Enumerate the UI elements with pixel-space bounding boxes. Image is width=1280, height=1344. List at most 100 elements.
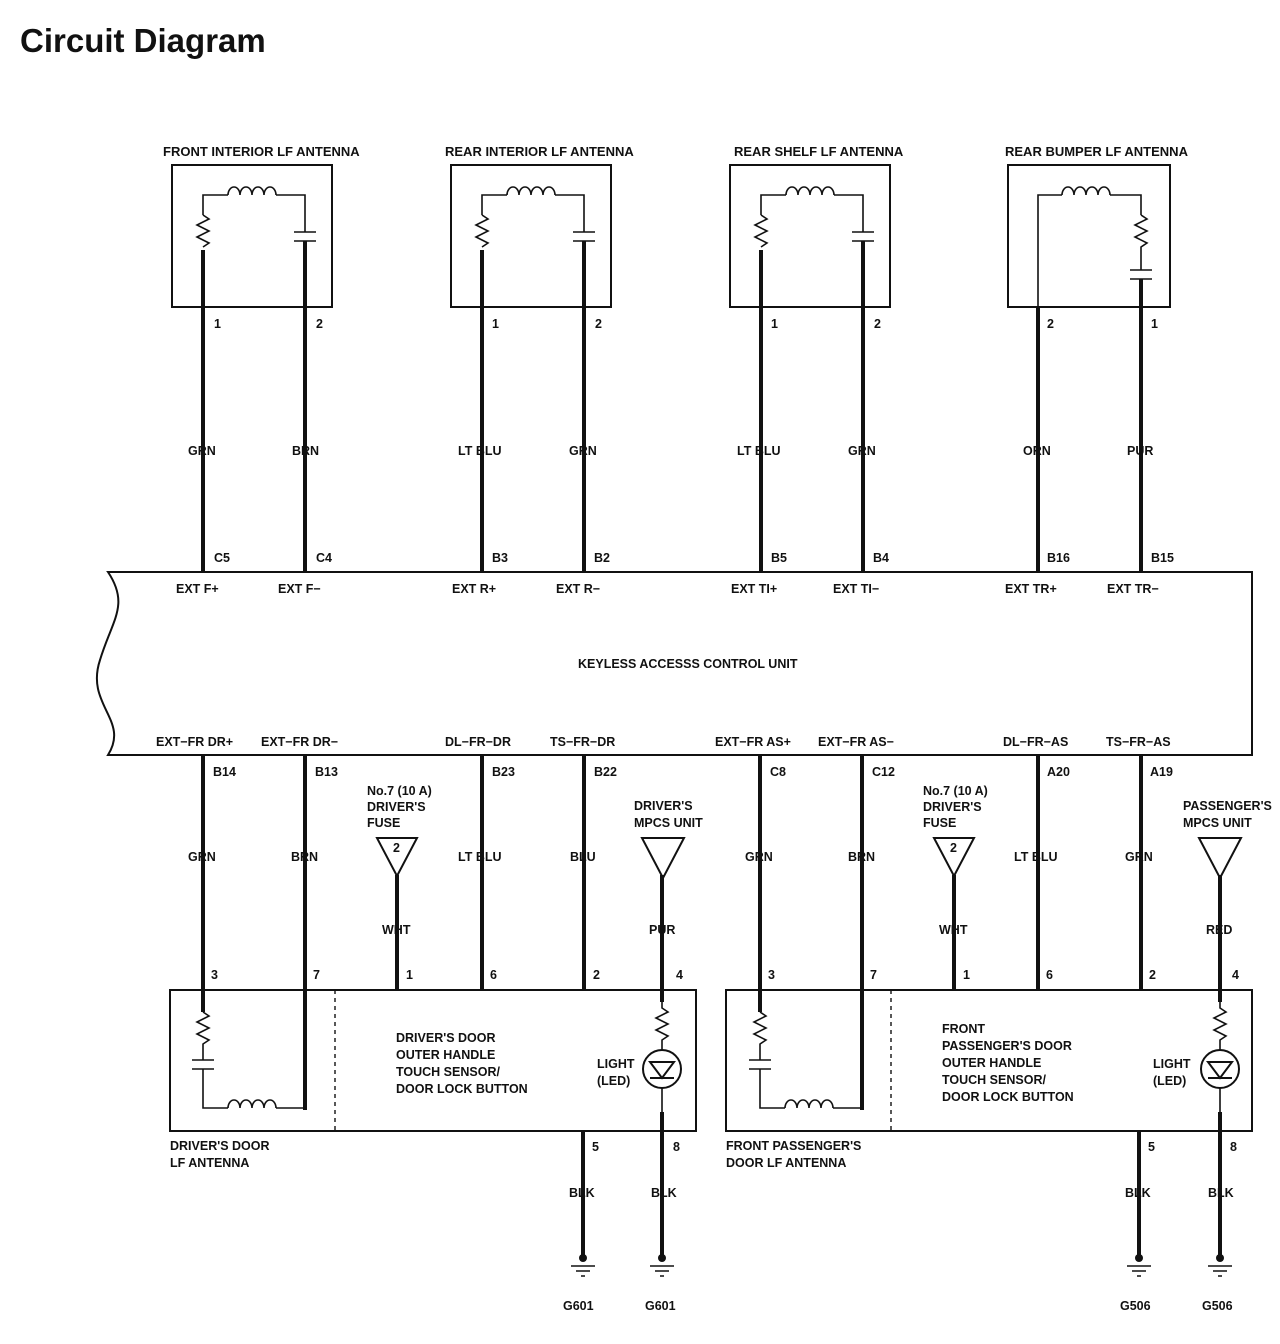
resistor-icon: [752, 1011, 768, 1060]
module-description: OUTER HANDLE: [942, 1056, 1041, 1070]
antenna-wire: [202, 194, 306, 232]
passenger-door-module: 3 7 1 6 2 4 FRONT PASSENGER'S DOOR OUTER…: [725, 968, 1253, 1313]
pin-label: 1: [1151, 317, 1158, 331]
fuse-label: No.7 (10 A): [923, 784, 988, 798]
connector-label: B22: [594, 765, 617, 779]
led-icon: [1200, 1049, 1240, 1089]
pin-label: 7: [313, 968, 320, 982]
door-module-box: [725, 989, 1253, 1132]
connector-label: B3: [492, 551, 508, 565]
pin-label: 8: [673, 1140, 680, 1154]
ground-symbol: [1127, 1265, 1232, 1277]
antenna-label: FRONT PASSENGER'S: [726, 1139, 861, 1153]
coil-icon: [227, 1099, 277, 1109]
wire-color-label: BRN: [848, 850, 875, 864]
mpcs-label: PASSENGER'S: [1183, 799, 1272, 813]
resistor-icon: [195, 1011, 211, 1060]
antenna-label: REAR INTERIOR LF ANTENNA: [445, 144, 634, 159]
connector-label: C12: [872, 765, 895, 779]
pin-label: 1: [406, 968, 413, 982]
wire-color-label: WHT: [939, 923, 968, 937]
connector-label: B14: [213, 765, 236, 779]
coil-icon: [227, 186, 277, 196]
signal-label: EXT−FR DR+: [156, 735, 233, 749]
fuse-number: 2: [393, 841, 400, 855]
light-label: LIGHT: [1153, 1057, 1191, 1071]
pin-label: 1: [214, 317, 221, 331]
wire-color-label: BLK: [1125, 1186, 1151, 1200]
pin-label: 5: [1148, 1140, 1155, 1154]
led-wire: [1212, 1002, 1228, 1112]
page-title: Circuit Diagram: [20, 22, 266, 59]
capacitor-icon: [573, 231, 595, 242]
lower-wires: [201, 755, 1222, 1110]
antenna-wire: [202, 1069, 305, 1109]
wire-color-label: GRN: [1125, 850, 1153, 864]
driver-fuse: No.7 (10 A) DRIVER'S FUSE 2 WHT: [367, 784, 432, 937]
antenna-wire: [481, 194, 585, 232]
capacitor-icon: [192, 1059, 214, 1070]
resistor-icon: [195, 214, 211, 248]
mpcs-icon: [640, 837, 686, 881]
pin-label: 2: [1149, 968, 1156, 982]
ground-label: G506: [1202, 1299, 1233, 1313]
ground-icon: [1135, 1254, 1143, 1262]
pin-label: 2: [316, 317, 323, 331]
connector-label: A19: [1150, 765, 1173, 779]
fuse-label: DRIVER'S: [367, 800, 426, 814]
pin-label: 2: [595, 317, 602, 331]
wire-color-label: WHT: [382, 923, 411, 937]
pin-label: 3: [768, 968, 775, 982]
rear-shelf-antenna: REAR SHELF LF ANTENNA 1 2 LT BLU GRN B5 …: [729, 144, 904, 596]
diode-icon: [1206, 1061, 1234, 1080]
connector-label: B23: [492, 765, 515, 779]
signal-label: EXT TR+: [1005, 582, 1057, 596]
light-label: LIGHT: [597, 1057, 635, 1071]
wire-color-label: BLK: [651, 1186, 677, 1200]
door-module-box: [169, 989, 697, 1132]
coil-icon: [785, 186, 835, 196]
pin-label: 7: [870, 968, 877, 982]
capacitor-icon: [294, 231, 316, 242]
connector-label: B5: [771, 551, 787, 565]
signal-label: DL−FR−DR: [445, 735, 511, 749]
coil-icon: [506, 186, 556, 196]
pin-label: 8: [1230, 1140, 1237, 1154]
control-unit-box: [95, 571, 1253, 756]
signal-label: EXT−FR AS−: [818, 735, 894, 749]
antenna-wire: [760, 194, 864, 232]
module-description: OUTER HANDLE: [396, 1048, 495, 1062]
signal-label: EXT−FR DR−: [261, 735, 338, 749]
signal-label: TS−FR−AS: [1106, 735, 1171, 749]
pin-label: 4: [676, 968, 683, 982]
signal-label: EXT R+: [452, 582, 496, 596]
pin-label: 3: [211, 968, 218, 982]
passenger-mpcs-unit: PASSENGER'S MPCS UNIT RED: [1183, 799, 1272, 937]
antenna-wire: [759, 1069, 862, 1109]
resistor-icon: [753, 214, 769, 248]
antenna-label: DRIVER'S DOOR: [170, 1139, 270, 1153]
ground-icon: [658, 1254, 666, 1262]
fuse-number: 2: [950, 841, 957, 855]
antenna-label: FRONT INTERIOR LF ANTENNA: [163, 144, 360, 159]
passenger-fuse: No.7 (10 A) DRIVER'S FUSE 2 WHT: [923, 784, 988, 937]
wire-color-label: LT BLU: [1014, 850, 1058, 864]
capacitor-icon: [852, 231, 874, 242]
connector-label: B2: [594, 551, 610, 565]
signal-label: EXT F+: [176, 582, 219, 596]
rear-interior-antenna: REAR INTERIOR LF ANTENNA 1 2 LT BLU GRN …: [445, 144, 634, 596]
fuse-icon: [375, 837, 419, 879]
signal-label: EXT TR−: [1107, 582, 1159, 596]
module-description: TOUCH SENSOR/: [942, 1073, 1046, 1087]
connector-label: B16: [1047, 551, 1070, 565]
pin-label: 2: [593, 968, 600, 982]
signal-label: EXT F−: [278, 582, 321, 596]
signal-label: EXT TI−: [833, 582, 879, 596]
coil-icon: [1061, 186, 1111, 196]
pin-label: 6: [490, 968, 497, 982]
mpcs-label: MPCS UNIT: [634, 816, 703, 830]
ground-symbol: [571, 1265, 674, 1277]
connector-label: C8: [770, 765, 786, 779]
ground-label: G601: [563, 1299, 594, 1313]
light-label: (LED): [597, 1074, 630, 1088]
